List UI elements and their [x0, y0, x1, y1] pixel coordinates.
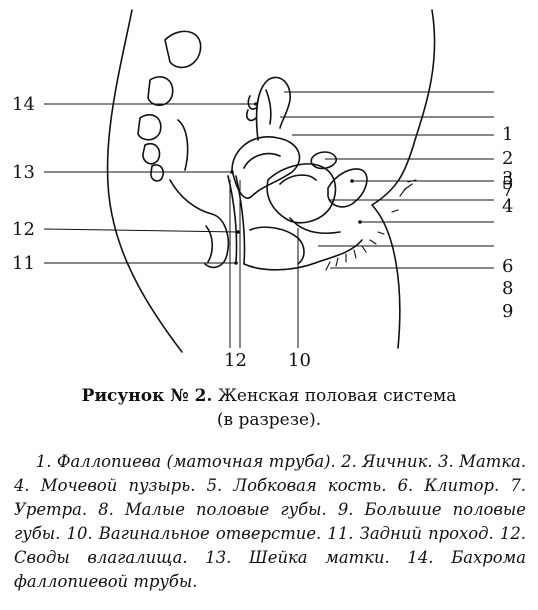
- legend-item: 10. Вагинальное отверстие.: [66, 524, 322, 543]
- legend-item: 1. Фаллопиева (маточная труба).: [35, 452, 336, 471]
- caption-text-1: Женская половая система: [217, 386, 457, 406]
- figure-legend: 1. Фаллопиева (маточная труба). 2. Яични…: [14, 450, 526, 594]
- legend-item: 13. Шейка матки.: [205, 548, 390, 567]
- label-4: 4: [502, 196, 513, 217]
- ovary: [310, 151, 338, 170]
- label-12-bottom: 12: [224, 350, 247, 371]
- label-7: 7: [502, 180, 513, 201]
- figure-caption: Рисунок № 2. Женская половая система (в …: [0, 384, 538, 432]
- anatomy-diagram: 14 13 12 11 1 2 3 5 7 4 6 8 9 12 10: [12, 9, 513, 371]
- label-1: 1: [502, 124, 513, 145]
- caption-text-2: (в разрезе).: [216, 410, 322, 430]
- label-13: 13: [12, 162, 35, 183]
- legend-item: 14. Бахрома фаллопиевой трубы.: [14, 548, 526, 591]
- legend-item: 11. Задний проход.: [327, 524, 494, 543]
- spine: [164, 30, 202, 69]
- label-3: 3: [502, 168, 513, 189]
- back-contour: [106, 9, 183, 353]
- pubic-hair: [325, 179, 417, 271]
- legend-item: 7. Уретра.: [14, 476, 526, 519]
- abdomen-contour: [371, 9, 436, 349]
- uterus: [231, 136, 301, 199]
- legend-item: 12. Своды влагалища.: [14, 524, 526, 567]
- label-2: 2: [502, 148, 513, 169]
- rectum: [204, 213, 230, 269]
- fimbriae: [245, 95, 257, 122]
- urethra: [289, 217, 341, 234]
- legend-item: 5. Лобковая кость.: [206, 476, 387, 495]
- label-14: 14: [12, 94, 35, 115]
- legend-item: 4. Мочевой пузырь.: [14, 476, 196, 495]
- pubic-bone: [327, 168, 368, 208]
- caption-prefix: Рисунок № 2.: [81, 386, 213, 406]
- label-12-left: 12: [12, 219, 35, 240]
- legend-item: 8. Малые половые губы.: [98, 500, 327, 519]
- label-6: 6: [502, 256, 513, 277]
- label-10: 10: [288, 350, 311, 371]
- legend-item: 2. Яичник.: [341, 452, 433, 471]
- fallopian-tube: [255, 76, 291, 141]
- label-9: 9: [502, 301, 513, 322]
- label-5: 5: [502, 173, 513, 194]
- legend-item: 3. Матка.: [438, 452, 527, 471]
- label-8: 8: [502, 278, 513, 299]
- legend-item: 9. Большие половые губы.: [14, 500, 526, 543]
- vagina: [227, 175, 238, 263]
- legend-item: 6. Клитор.: [397, 476, 500, 495]
- bladder: [266, 163, 337, 224]
- vulva: [243, 239, 363, 271]
- label-11: 11: [12, 253, 35, 274]
